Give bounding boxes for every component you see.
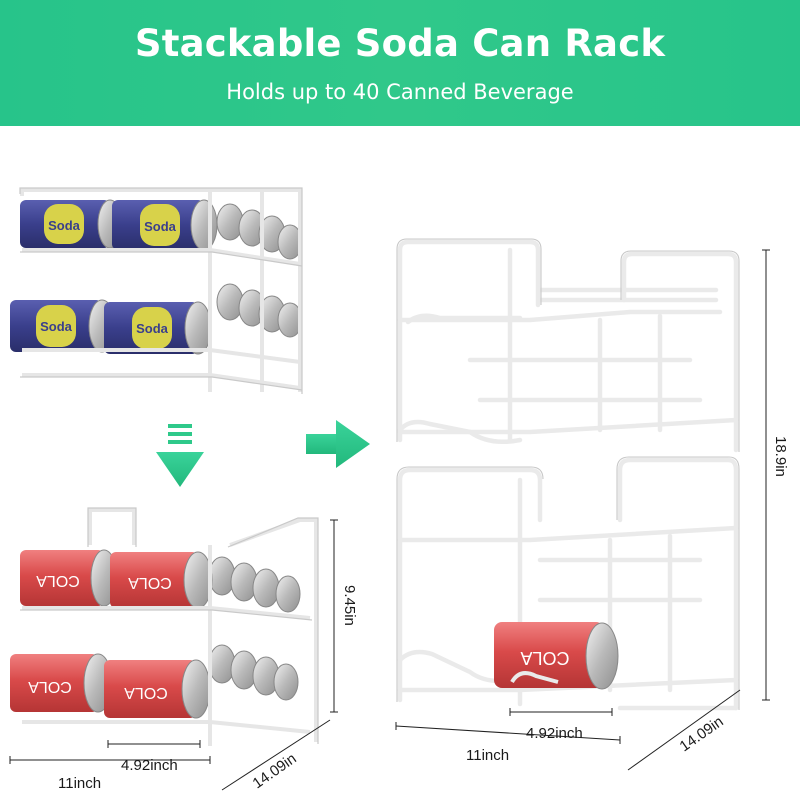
big-height-label: 18.9in [772,436,789,477]
down-arrow-icon [156,424,204,487]
header-banner: Stackable Soda Can Rack Holds up to 40 C… [0,0,800,126]
small-can-label: 4.92inch [121,757,178,774]
soda-can-label: Soda [48,218,81,233]
rack-frame [22,508,318,746]
cola-can: COLA [10,653,113,713]
rack-frame-outline [396,238,740,710]
stacked-rack: COLA [396,238,740,711]
cola-can: COLA [104,659,211,719]
small-rack-cola: COLA COLA COLA COLA [10,507,319,746]
rack-frame [20,188,302,392]
svg-text:Soda: Soda [144,219,177,234]
svg-text:Soda: Soda [136,321,169,336]
soda-can: Soda [10,299,116,353]
rack-frame-outline [19,187,303,394]
page-subtitle: Holds up to 40 Canned Beverage [226,80,574,104]
small-rack-soda: Soda Soda Soda Soda [10,187,303,394]
rack-frame-top [397,239,739,453]
soda-can: Soda [104,301,212,355]
soda-can: Soda [20,199,123,249]
soda-can: Soda [112,199,218,251]
cola-can: COLA [494,622,619,690]
svg-text:Soda: Soda [40,319,73,334]
small-rack-dimension-lines [9,519,338,791]
rack-frame-outline [20,507,319,744]
svg-text:COLA: COLA [124,684,168,701]
big-can-label: 4.92inch [526,725,583,742]
soda-cans-back [216,203,303,338]
cola-can-label: COLA [36,572,80,589]
big-width-label: 11inch [466,747,509,764]
svg-text:COLA: COLA [28,678,72,695]
cola-can: COLA [110,551,213,609]
cola-can: COLA [20,549,118,607]
right-arrow-icon [306,420,370,468]
cola-cans-back [208,556,301,701]
big-depth-label: 14.09in [677,713,727,755]
svg-text:COLA: COLA [520,648,569,668]
stacked-rack-dimension-lines [395,249,770,771]
small-width-label: 11inch [58,775,101,792]
page-title: Stackable Soda Can Rack [134,22,666,65]
small-height-label: 9.45in [341,585,358,626]
svg-text:COLA: COLA [128,574,172,591]
rack-frame-bottom [397,457,739,711]
